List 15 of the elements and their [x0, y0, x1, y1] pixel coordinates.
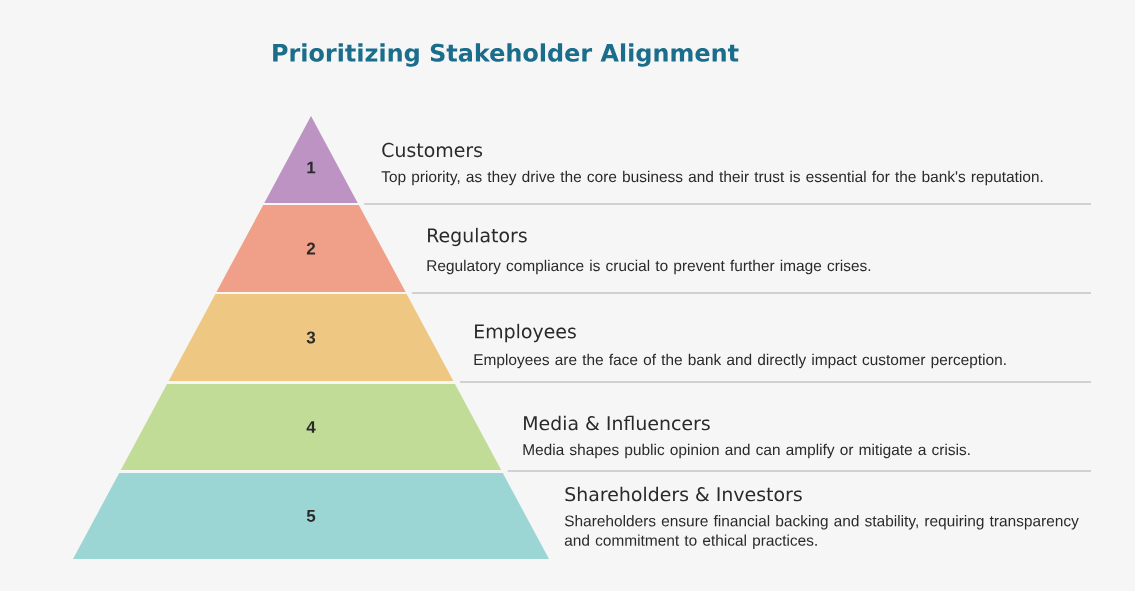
level-heading: Media & Influencers: [524, 415, 710, 431]
pyramid-level: 1: [264, 116, 358, 203]
level-description: Media shapes public opinion and can amplify or mitigate a crisis.: [523, 443, 970, 459]
pyramid-level: 4: [120, 384, 502, 470]
level-description: Employees are the face of the bank and directly impact customer perception.: [474, 353, 1006, 369]
pyramid-level: 2: [216, 205, 406, 292]
level-heading: Employees: [475, 323, 576, 343]
level-heading: Regulators: [428, 227, 527, 247]
level-heading: Shareholders & Investors: [565, 486, 802, 502]
level-heading: Customers: [382, 142, 483, 158]
level-description: Shareholders ensure financial backing and stability, requiring transparency and commitment to ethical practices.: [564, 515, 1079, 549]
pyramid-level: 3: [168, 294, 454, 381]
level-description: Top priority, as they drive the core business and their trust is essential for the bank's reputation.: [381, 170, 1043, 186]
title: Prioritizing Stakeholder Alignment: [273, 43, 739, 67]
level-description: Regulatory compliance is crucial to prevent further image crises.: [427, 259, 871, 275]
